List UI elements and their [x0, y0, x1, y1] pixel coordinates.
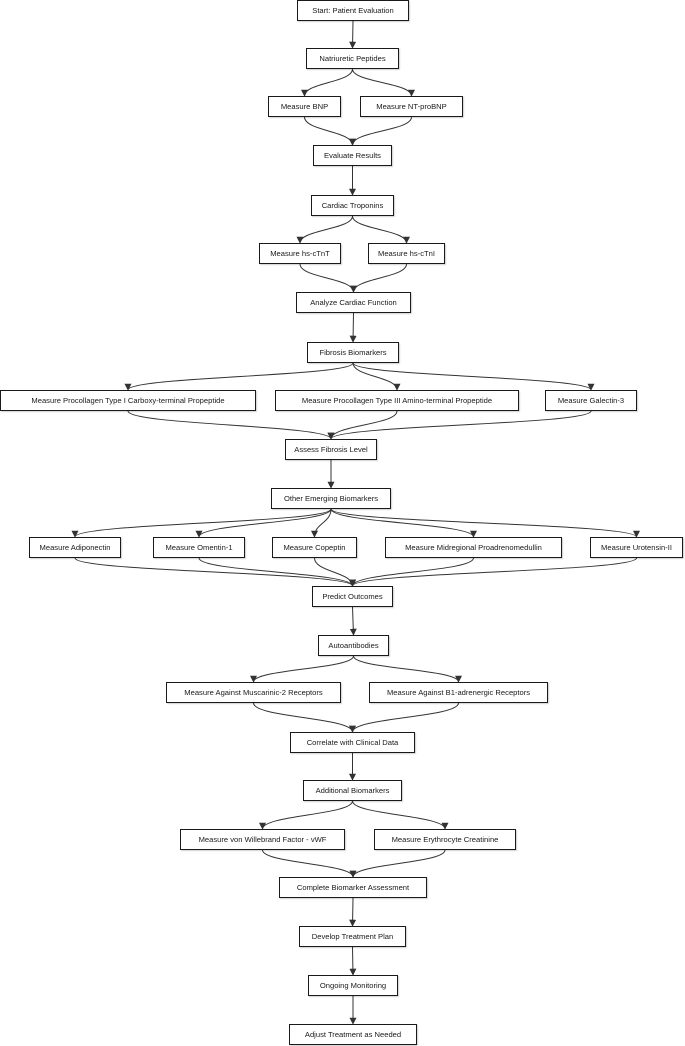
node-assess-fibrosis-level: Assess Fibrosis Level — [285, 439, 377, 460]
node-measure-bnp: Measure BNP — [268, 96, 341, 117]
edge-oeb-to-uro — [330, 508, 640, 538]
node-measure-hs-ctni: Measure hs-cTnI — [368, 243, 445, 264]
edge-mradm-to-predict — [349, 557, 474, 587]
node-predict-outcomes: Predict Outcomes — [312, 586, 393, 607]
edge-auto-to-beta1 — [353, 655, 462, 683]
edge-trop-to-tnt — [296, 215, 353, 244]
node-start-patient-evaluation: Start: Patient Evaluation — [297, 0, 409, 21]
edge-bnp-to-eval — [304, 116, 356, 146]
edge-oeb-to-mradm — [330, 508, 477, 538]
edge-dtp-to-om — [349, 946, 357, 976]
edge-oeb-to-omentin — [195, 508, 332, 538]
node-fibrosis-biomarkers: Fibrosis Biomarkers — [307, 342, 399, 363]
node-measure-against-b1-adrenergic-receptors: Measure Against B1-adrenergic Receptors — [369, 682, 548, 703]
edge-musc-to-corr — [253, 702, 356, 733]
node-measure-von-willebrand-factor: Measure von Willebrand Factor - vWF — [180, 829, 345, 850]
node-measure-copeptin: Measure Copeptin — [272, 537, 357, 558]
node-measure-midregional-proadrenomedullin: Measure Midregional Proadrenomedullin — [385, 537, 562, 558]
edge-omentin-to-predict — [198, 557, 356, 587]
node-complete-biomarker-assessment: Complete Biomarker Assessment — [279, 877, 427, 898]
node-measure-nt-probnp: Measure NT-proBNP — [360, 96, 463, 117]
edge-auto-to-musc — [250, 655, 354, 683]
node-measure-galectin-3: Measure Galectin-3 — [545, 390, 637, 411]
edge-gal3-to-afl — [327, 410, 592, 440]
edge-np-to-ntprobnp — [352, 68, 415, 97]
node-measure-against-muscarinic-2-receptors: Measure Against Muscarinic-2 Receptors — [166, 682, 341, 703]
node-additional-biomarkers: Additional Biomarkers — [303, 780, 402, 801]
edge-tni-to-acf — [350, 263, 407, 293]
edge-eryth-to-cba — [349, 849, 446, 878]
edge-fib-to-gal3 — [352, 362, 595, 391]
node-evaluate-results: Evaluate Results — [313, 145, 392, 166]
edge-beta1-to-corr — [349, 702, 459, 733]
edge-fib-to-pcI — [124, 362, 354, 391]
node-develop-treatment-plan: Develop Treatment Plan — [299, 926, 406, 947]
edge-tnt-to-acf — [299, 263, 357, 293]
edge-uro-to-predict — [349, 557, 637, 587]
edge-addl-to-vwf — [259, 800, 353, 830]
edge-cba-to-dtp — [349, 897, 357, 927]
edge-oeb-to-copeptin — [311, 508, 332, 538]
edge-adipo-to-predict — [74, 557, 356, 587]
node-analyze-cardiac-function: Analyze Cardiac Function — [296, 292, 411, 313]
node-measure-omentin-1: Measure Omentin-1 — [153, 537, 245, 558]
node-ongoing-monitoring: Ongoing Monitoring — [308, 975, 398, 996]
edge-addl-to-eryth — [352, 800, 449, 830]
node-correlate-with-clinical-data: Correlate with Clinical Data — [290, 732, 415, 753]
edge-np-to-bnp — [301, 68, 353, 97]
edge-predict-to-auto — [349, 606, 357, 636]
node-measure-hs-ctnt: Measure hs-cTnT — [259, 243, 341, 264]
node-other-emerging-biomarkers: Other Emerging Biomarkers — [271, 488, 391, 509]
edge-fib-to-pcIII — [352, 362, 401, 391]
edge-ntprobnp-to-eval — [349, 116, 412, 146]
node-measure-procollagen-type-i: Measure Procollagen Type I Carboxy-termi… — [0, 390, 256, 411]
node-autoantibodies: Autoantibodies — [318, 635, 389, 656]
edge-acf-to-fib — [349, 312, 357, 343]
edge-vwf-to-cba — [262, 849, 357, 878]
node-cardiac-troponins: Cardiac Troponins — [311, 195, 394, 216]
node-measure-urotensin-ii: Measure Urotensin-II — [590, 537, 683, 558]
node-natriuretic-peptides: Natriuretic Peptides — [306, 48, 399, 69]
node-adjust-treatment-as-needed: Adjust Treatment as Needed — [289, 1024, 417, 1045]
edge-oeb-to-adipo — [71, 508, 332, 538]
node-measure-adiponectin: Measure Adiponectin — [29, 537, 121, 558]
edge-pcI-to-afl — [127, 410, 335, 440]
edge-trop-to-tni — [352, 215, 410, 244]
node-measure-erythrocyte-creatinine: Measure Erythrocyte Creatinine — [374, 829, 516, 850]
edge-start-to-np — [349, 20, 357, 49]
node-measure-procollagen-type-iii: Measure Procollagen Type III Amino-termi… — [275, 390, 519, 411]
